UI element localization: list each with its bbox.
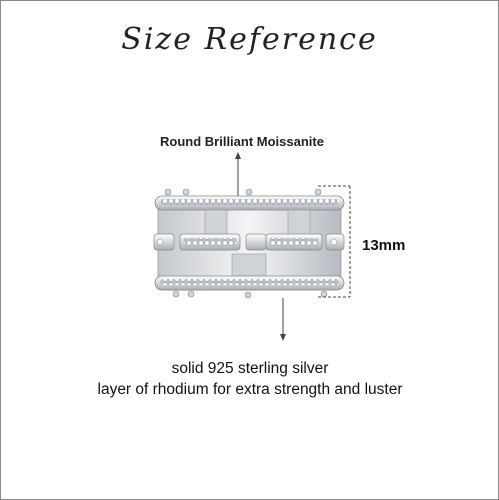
dimension-bracket bbox=[318, 185, 351, 298]
stone-callout-label: Round Brilliant Moissanite bbox=[160, 134, 324, 149]
material-description-line1: solid 925 sterling silver bbox=[171, 360, 329, 377]
callout-arrow-bottom bbox=[280, 298, 286, 341]
ring-top-band bbox=[154, 188, 345, 211]
page-title: Size Reference bbox=[121, 22, 378, 57]
callout-arrow-top bbox=[235, 152, 241, 196]
dimension-label: 13mm bbox=[362, 237, 406, 254]
ring-middle-links bbox=[153, 209, 345, 277]
ring-bottom-band bbox=[154, 275, 345, 299]
material-description-line2: layer of rhodium for extra strength and … bbox=[97, 381, 403, 398]
